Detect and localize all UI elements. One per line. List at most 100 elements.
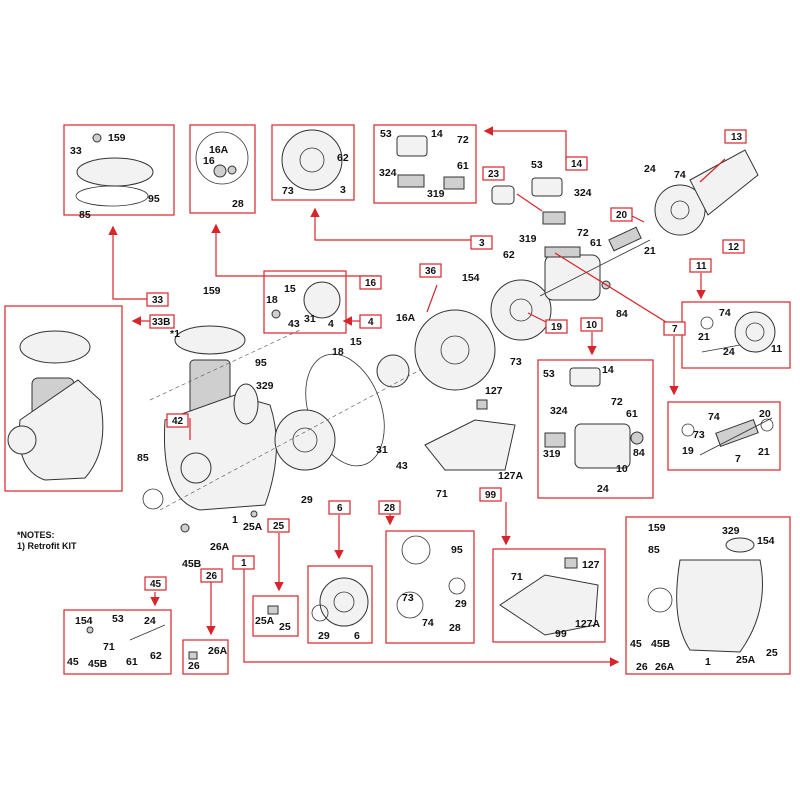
label-329: 329 <box>256 380 274 392</box>
detail-box-26[interactable]: 26A 26 <box>182 639 229 675</box>
label-15: 15 <box>284 283 296 295</box>
svg-text:26: 26 <box>206 571 218 582</box>
label-3: 3 <box>340 184 346 196</box>
tag-10[interactable]: 10 <box>580 317 603 332</box>
tag-36[interactable]: 36 <box>419 263 442 278</box>
label-16a: 16A <box>209 144 229 156</box>
detail-box-10[interactable]: 53 14 324 72 61 319 84 10 24 <box>537 359 654 499</box>
detail-box-7[interactable]: 20 74 73 19 21 7 <box>667 401 781 471</box>
label-73: 73 <box>402 592 414 604</box>
label-319: 319 <box>427 188 445 200</box>
label-85: 85 <box>137 452 149 464</box>
label-324: 324 <box>379 167 397 179</box>
tag-13[interactable]: 13 <box>724 129 747 144</box>
detail-box-1[interactable]: 159 85 329 154 45 45B 26 26A 1 25A 25 <box>625 516 791 675</box>
tag-99[interactable]: 99 <box>479 487 502 502</box>
detail-box-99[interactable]: 127 71 99 127A <box>492 548 606 643</box>
label-6: 6 <box>354 630 360 642</box>
label-26: 26 <box>636 661 648 673</box>
label-7: 7 <box>735 453 741 465</box>
label-43: 43 <box>288 318 300 330</box>
label-74: 74 <box>719 307 731 319</box>
label-18: 18 <box>266 294 278 306</box>
svg-text:45: 45 <box>150 579 162 590</box>
svg-text:4: 4 <box>368 317 374 328</box>
label-62: 62 <box>503 249 515 261</box>
detail-box-45[interactable]: 154 53 24 71 45 45B 61 62 <box>63 609 172 675</box>
tag-23[interactable]: 23 <box>482 166 505 181</box>
detail-box-28-top[interactable]: 16A 16 28 <box>189 124 256 214</box>
label-45: 45 <box>67 656 79 668</box>
svg-text:33: 33 <box>152 295 164 306</box>
label-62: 62 <box>150 650 162 662</box>
label-73: 73 <box>693 429 705 441</box>
tag-6[interactable]: 6 <box>328 500 351 515</box>
label-45: 45 <box>630 638 642 650</box>
tag-33[interactable]: 33 <box>146 292 169 307</box>
label-127: 127 <box>485 385 503 397</box>
detail-box-4[interactable]: 15 18 43 31 4 <box>263 270 347 334</box>
tag-1[interactable]: 1 <box>232 555 255 570</box>
tag-3[interactable]: 3 <box>470 235 493 250</box>
tag-33b[interactable]: 33B <box>149 314 175 329</box>
label-154: 154 <box>75 615 93 627</box>
tag-28[interactable]: 28 <box>378 500 401 515</box>
notes-block: *NOTES: 1) Retrofit KIT <box>17 530 77 551</box>
label-28: 28 <box>232 198 244 210</box>
label-127a: 127A <box>498 470 524 482</box>
detail-box-6[interactable]: 29 6 <box>307 565 373 644</box>
tag-25[interactable]: 25 <box>267 518 290 533</box>
label-72: 72 <box>611 396 623 408</box>
tag-4[interactable]: 4 <box>359 314 382 329</box>
label-21: 21 <box>698 331 710 343</box>
callout-arrows <box>108 126 726 667</box>
detail-box-3[interactable]: 62 73 3 <box>271 124 355 201</box>
label-95: 95 <box>148 193 160 205</box>
detail-box-11[interactable]: 74 21 24 11 <box>681 301 791 369</box>
label-95: 95 <box>451 544 463 556</box>
detail-box-33b[interactable] <box>4 305 123 492</box>
label-53: 53 <box>380 128 392 140</box>
label-159: 159 <box>648 522 666 534</box>
label-53: 53 <box>543 368 555 380</box>
label-159: 159 <box>108 132 126 144</box>
label-14: 14 <box>431 128 443 140</box>
tag-42[interactable]: 42 <box>166 413 189 428</box>
callout-tags: 13 14 23 20 3 12 11 36 16 33 33B 4 19 10… <box>144 129 747 591</box>
label-61: 61 <box>590 237 602 249</box>
svg-text:13: 13 <box>731 132 743 143</box>
label-127a: 127A <box>575 618 601 630</box>
tag-14[interactable]: 14 <box>565 156 588 171</box>
detail-box-28[interactable]: 95 73 29 74 28 <box>385 530 475 644</box>
svg-text:99: 99 <box>485 490 497 501</box>
label-71: 71 <box>511 571 523 583</box>
svg-text:14: 14 <box>571 159 583 170</box>
label-26a: 26A <box>208 645 228 657</box>
svg-text:7: 7 <box>672 324 678 335</box>
detail-box-33[interactable]: 159 33 85 95 <box>63 124 175 221</box>
label-25a: 25A <box>243 521 263 533</box>
label-319: 319 <box>519 233 537 245</box>
detail-box-25[interactable]: 25A 25 <box>252 595 299 637</box>
tag-11[interactable]: 11 <box>689 258 712 273</box>
label-25: 25 <box>279 621 291 633</box>
svg-text:10: 10 <box>586 320 598 331</box>
tag-45[interactable]: 45 <box>144 576 167 591</box>
label-324: 324 <box>550 405 568 417</box>
label-16: 16 <box>203 155 215 167</box>
detail-box-14[interactable]: 53 14 72 61 324 319 <box>373 124 477 204</box>
label-11: 11 <box>771 343 782 355</box>
label-14: 14 <box>602 364 614 376</box>
tag-12[interactable]: 12 <box>722 239 745 254</box>
label-71: 71 <box>103 641 115 653</box>
notes-retrofit-kit: 1) Retrofit KIT <box>17 541 77 551</box>
tag-19[interactable]: 19 <box>545 319 568 334</box>
tag-7[interactable]: 7 <box>663 321 686 336</box>
tag-16[interactable]: 16 <box>359 275 382 290</box>
label-31: 31 <box>376 444 388 456</box>
label-127: 127 <box>582 559 600 571</box>
label-19: 19 <box>682 445 694 457</box>
label-21: 21 <box>644 245 656 257</box>
tag-26[interactable]: 26 <box>200 568 223 583</box>
tag-20[interactable]: 20 <box>610 207 633 222</box>
